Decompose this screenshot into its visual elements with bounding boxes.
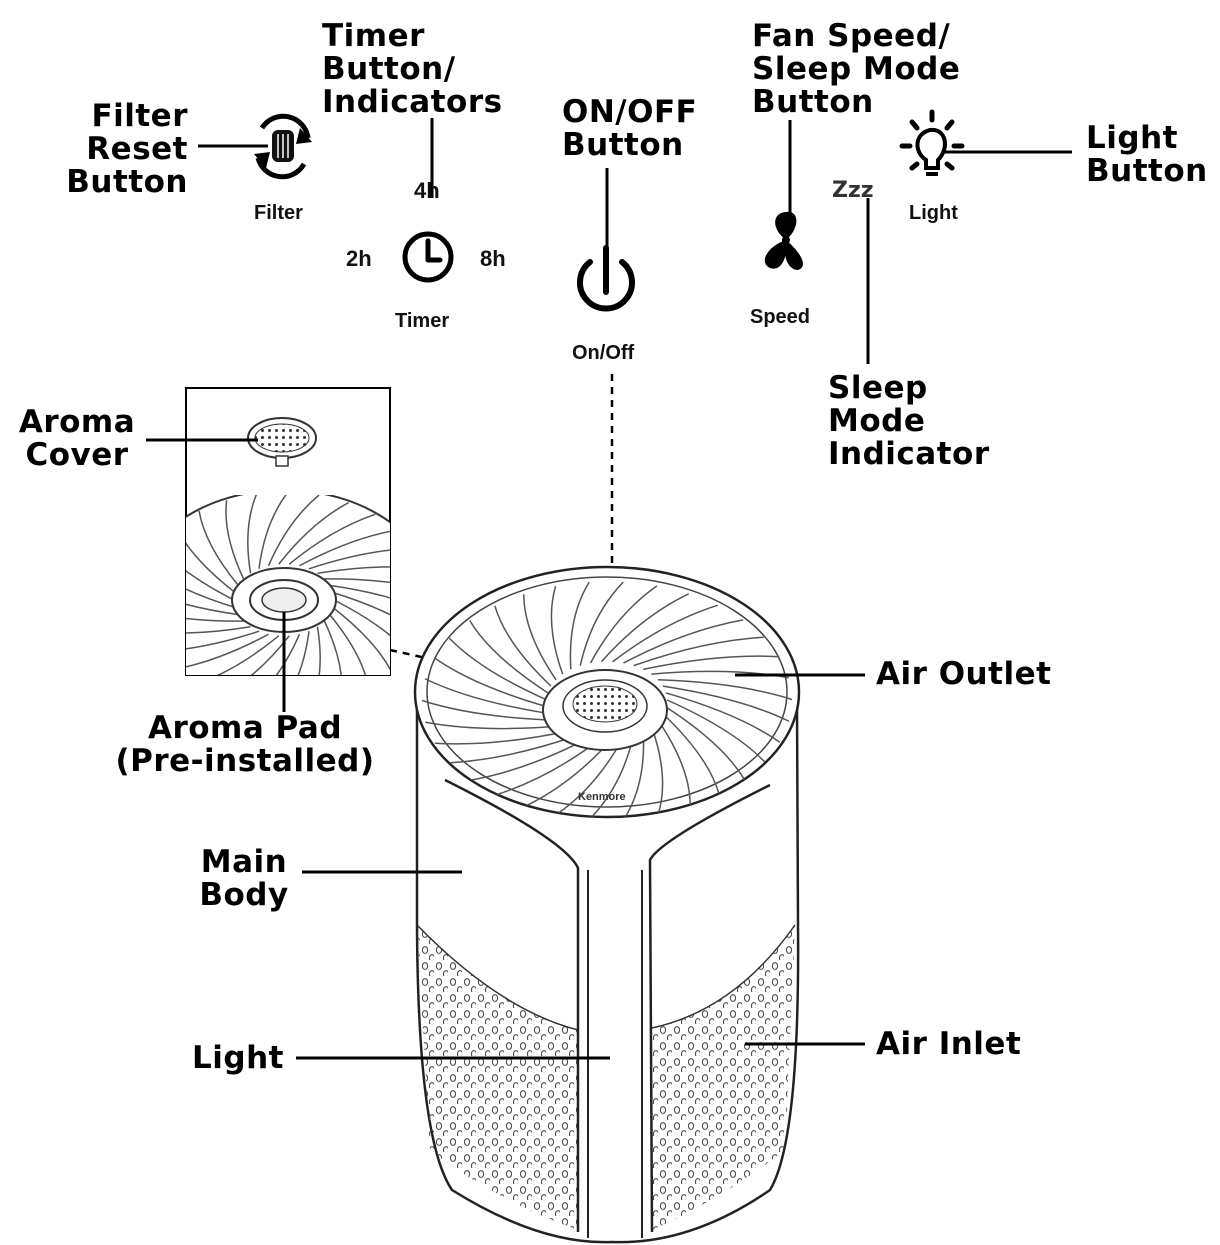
fan-blade xyxy=(550,586,564,675)
onoff-label: On/Off xyxy=(572,342,635,364)
timer-4h-label: 4h xyxy=(414,178,440,203)
fan-blade xyxy=(589,585,658,664)
fan-blade xyxy=(332,591,390,616)
fan-blade xyxy=(186,542,236,594)
filter-reset-icon[interactable] xyxy=(254,113,312,180)
leader-lines xyxy=(198,118,1072,364)
fan-icon[interactable] xyxy=(764,211,803,270)
fan-blade xyxy=(469,620,549,694)
fan-blade xyxy=(258,495,287,569)
fan-blade xyxy=(662,713,720,795)
fan-blade xyxy=(297,631,310,675)
callout-sleep-mode: Sleep Mode Indicator xyxy=(828,370,990,472)
fan-blade xyxy=(299,530,390,567)
callout-air-outlet: Air Outlet xyxy=(876,656,1052,692)
fan-blade xyxy=(600,593,690,663)
fan-blade xyxy=(448,637,548,701)
fan-blade xyxy=(579,581,624,666)
fan-blade xyxy=(225,500,245,580)
timer-label: Timer xyxy=(395,310,450,332)
fan-blade xyxy=(643,655,780,671)
fan-blade xyxy=(569,581,590,670)
fan-blade xyxy=(288,513,376,565)
fan-blade xyxy=(308,549,390,570)
speed-label: Speed xyxy=(750,306,811,328)
fan-blade xyxy=(275,633,301,675)
fan-blade xyxy=(186,617,244,622)
fan-blade xyxy=(317,566,390,574)
callout-timer: Timer Button/ Indicators xyxy=(322,18,503,120)
callout-light: Light xyxy=(192,1040,284,1076)
callout-aroma-cover: Aroma Cover xyxy=(18,404,136,473)
fan-blade xyxy=(247,495,258,574)
purifier-body xyxy=(413,565,801,1244)
fan-blade xyxy=(186,588,236,609)
fan-blade xyxy=(329,614,367,675)
fan-blade xyxy=(665,692,781,743)
fan-blade xyxy=(198,510,239,586)
fan-blade xyxy=(650,725,664,814)
fan-blade xyxy=(186,626,251,634)
light-control-label: Light xyxy=(909,202,958,224)
fan-blade xyxy=(267,495,320,567)
callout-filter-reset: Filter Reset Button xyxy=(66,98,188,200)
fan-blade xyxy=(666,699,766,763)
timer-8h-label: 8h xyxy=(480,246,506,271)
aroma-inset xyxy=(185,387,391,676)
fan-blade xyxy=(329,584,390,599)
callout-fan-speed: Fan Speed/ Sleep Mode Button xyxy=(752,18,961,120)
fan-blade xyxy=(332,606,390,671)
brand-logo: Kenmore xyxy=(578,791,626,803)
body-leaders xyxy=(296,673,865,1060)
fan-blade xyxy=(424,678,552,715)
filter-label: Filter xyxy=(254,202,303,224)
fan-blade xyxy=(333,599,390,637)
fan-blade xyxy=(186,633,269,668)
fan-blade xyxy=(623,619,744,664)
fan-blade xyxy=(657,719,691,806)
callout-light-button: Light Button xyxy=(1086,120,1208,189)
lightbulb-icon[interactable] xyxy=(899,109,965,176)
callout-air-inlet: Air Inlet xyxy=(876,1026,1022,1062)
fan-blade xyxy=(421,699,557,721)
fan-blade xyxy=(433,657,549,708)
fan-blade xyxy=(216,635,280,675)
timer-2h-label: 2h xyxy=(346,246,372,271)
fan-blade xyxy=(657,679,793,701)
fan-blade xyxy=(186,569,235,601)
fan-blade xyxy=(523,594,557,681)
fan-blade xyxy=(612,604,719,663)
aroma-leaders xyxy=(146,438,286,712)
fan-blade xyxy=(324,578,390,584)
clock-icon[interactable] xyxy=(402,231,454,283)
fan-blade xyxy=(662,685,790,722)
callout-aroma-pad: Aroma Pad (Pre-installed) xyxy=(115,710,375,779)
fan-blade xyxy=(665,706,745,780)
fan-blade xyxy=(186,630,260,650)
fan-blade xyxy=(316,626,321,675)
callout-onoff: ON/OFF Button xyxy=(562,94,698,163)
fan-blade xyxy=(186,603,239,616)
fan-blade xyxy=(494,605,552,687)
fan-blade xyxy=(633,636,764,667)
fan-blade xyxy=(278,501,349,565)
fan-blade xyxy=(323,620,342,675)
callout-main-body: Main Body xyxy=(199,844,289,913)
fan-blade xyxy=(425,721,563,730)
